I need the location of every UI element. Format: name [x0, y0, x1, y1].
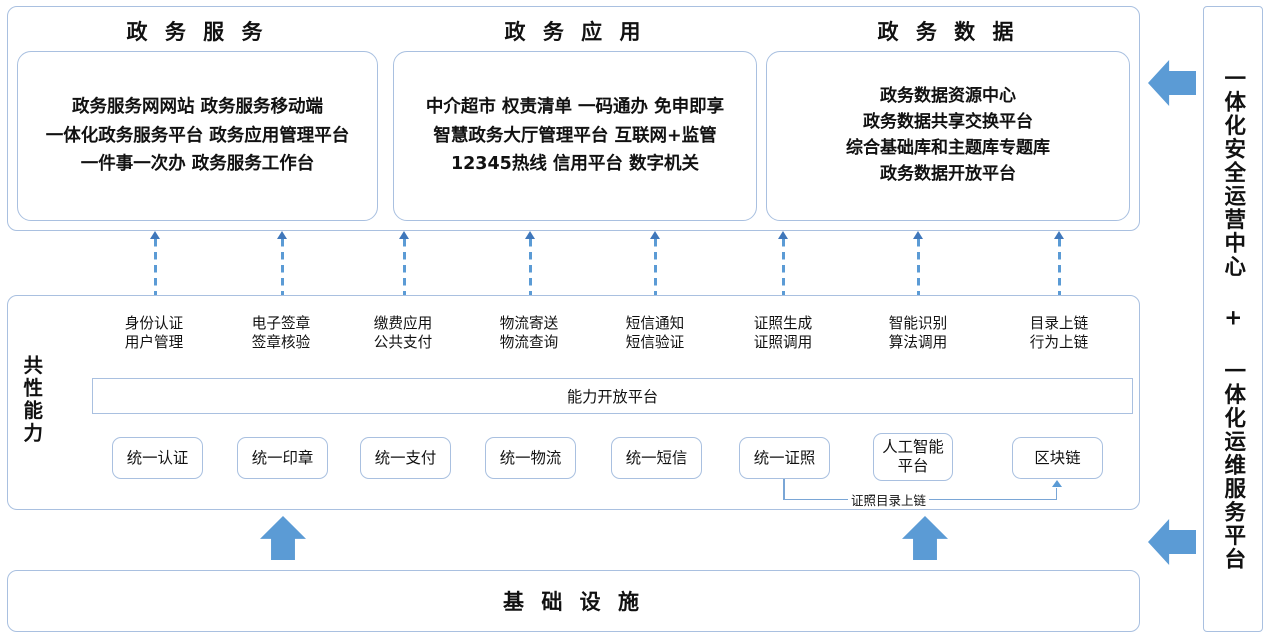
head-line: 证照生成	[753, 315, 813, 332]
license-chain-connector-label: 证照目录上链	[848, 490, 930, 509]
section-title-government-data: 政 务 数 据	[877, 20, 1019, 44]
capability-layer-label-text: 共性能力	[19, 355, 43, 445]
data-line: 综合基础库和主题库专题库	[846, 138, 1050, 158]
head-line: 物流寄送	[499, 315, 559, 332]
capability-box-unified-logistics[interactable]: 统一物流	[485, 437, 576, 479]
capability-head-logistics: 物流寄送 物流查询	[474, 315, 584, 352]
head-line: 行为上链	[1029, 333, 1089, 351]
government-data-box[interactable]: 政务数据资源中心 政务数据共享交换平台 综合基础库和主题库专题库 政务数据开放平…	[766, 51, 1130, 221]
section-title-government-service: 政 务 服 务	[126, 20, 268, 44]
government-application-box[interactable]: 中介超市 权责清单 一码通办 免申即享 智慧政务大厅管理平台 互联网+监管 12…	[393, 51, 757, 221]
open-capability-platform-label: 能力开放平台	[561, 385, 664, 407]
infrastructure-bar[interactable]: 基 础 设 施	[7, 570, 1140, 632]
data-line: 政务数据共享交换平台	[863, 112, 1033, 133]
head-line: 算法调用	[888, 333, 948, 351]
head-line: 短信通知	[625, 315, 685, 332]
dashed-arrow-head	[524, 231, 535, 239]
capability-layer-label: 共性能力	[14, 330, 48, 470]
security-ops-banner-label: 一体化安全运营中心 + 一体化运维服务平台	[1220, 67, 1246, 571]
license-chain-connector-riser	[1055, 488, 1058, 500]
capability-head-sms: 短信通知 短信验证	[600, 315, 710, 352]
capability-head-auth: 身份认证 用户管理	[99, 315, 209, 352]
dashed-connector	[916, 239, 920, 295]
capability-box-blockchain[interactable]: 区块链	[1012, 437, 1103, 479]
arrow-left-icon-bottom	[1148, 519, 1196, 565]
head-line: 目录上链	[1029, 315, 1089, 332]
dashed-arrow-head	[777, 231, 788, 239]
open-capability-platform-bar[interactable]: 能力开放平台	[92, 378, 1133, 414]
dashed-connector	[280, 239, 284, 295]
capability-box-unified-payment[interactable]: 统一支付	[360, 437, 451, 479]
application-line: 中介超市 权责清单 一码通办 免申即享	[425, 97, 725, 118]
head-line: 电子签章	[251, 315, 311, 332]
dashed-arrow-head	[276, 231, 287, 239]
head-line: 短信验证	[625, 333, 685, 351]
data-line: 政务数据资源中心	[880, 86, 1016, 107]
head-line: 缴费应用	[373, 315, 433, 332]
dashed-arrow-head	[1053, 231, 1064, 239]
head-line: 身份认证	[124, 315, 184, 332]
capability-box-unified-seal[interactable]: 统一印章	[237, 437, 328, 479]
security-ops-banner[interactable]	[1203, 6, 1263, 632]
service-line: 一体化政务服务平台 政务应用管理平台	[45, 125, 350, 146]
head-line: 智能识别	[888, 315, 948, 332]
arrow-up-icon-infra-to-capability-right	[902, 516, 948, 560]
dashed-arrow-head	[149, 231, 160, 239]
dashed-connector	[153, 239, 157, 295]
head-line: 物流查询	[499, 333, 559, 351]
application-line: 智慧政务大厅管理平台 互联网+监管	[433, 125, 717, 146]
government-service-box[interactable]: 政务服务网网站 政务服务移动端 一体化政务服务平台 政务应用管理平台 一件事一次…	[17, 51, 378, 221]
arrow-up-icon-infra-to-capability	[260, 516, 306, 560]
dashed-connector	[402, 239, 406, 295]
license-chain-connector-vertical	[783, 479, 785, 500]
capability-box-unified-sms[interactable]: 统一短信	[611, 437, 702, 479]
capability-head-license: 证照生成 证照调用	[728, 315, 838, 352]
head-line: 用户管理	[124, 333, 184, 351]
dashed-arrow-head	[649, 231, 660, 239]
capability-box-unified-license[interactable]: 统一证照	[739, 437, 830, 479]
dashed-arrow-head	[398, 231, 409, 239]
capability-box-unified-auth[interactable]: 统一认证	[112, 437, 203, 479]
dashed-connector	[528, 239, 532, 295]
head-line: 证照调用	[753, 333, 813, 351]
dashed-connector	[653, 239, 657, 295]
capability-head-payment: 缴费应用 公共支付	[348, 315, 458, 352]
service-line: 政务服务网网站 政务服务移动端	[71, 97, 324, 118]
arrow-left-icon-top	[1148, 60, 1196, 106]
infrastructure-label: 基 础 设 施	[503, 590, 644, 614]
security-ops-banner-text-wrap: 一体化安全运营中心 + 一体化运维服务平台	[1203, 6, 1263, 632]
dashed-connector	[781, 239, 785, 295]
section-title-government-application: 政 务 应 用	[504, 20, 646, 44]
dashed-connector	[1057, 239, 1061, 295]
service-line: 一件事一次办 政务服务工作台	[80, 154, 315, 175]
capability-box-ai-platform[interactable]: 人工智能 平台	[873, 433, 953, 481]
head-line: 签章核验	[251, 333, 311, 351]
data-line: 政务数据开放平台	[880, 163, 1016, 184]
capability-head-blockchain: 目录上链 行为上链	[1004, 315, 1114, 352]
head-line: 公共支付	[373, 333, 433, 351]
capability-head-seal: 电子签章 签章核验	[226, 315, 336, 352]
license-chain-arrow-head	[1051, 480, 1062, 487]
application-line: 12345热线 信用平台 数字机关	[450, 154, 700, 175]
dashed-arrow-head	[912, 231, 923, 239]
capability-head-ai: 智能识别 算法调用	[863, 315, 973, 352]
